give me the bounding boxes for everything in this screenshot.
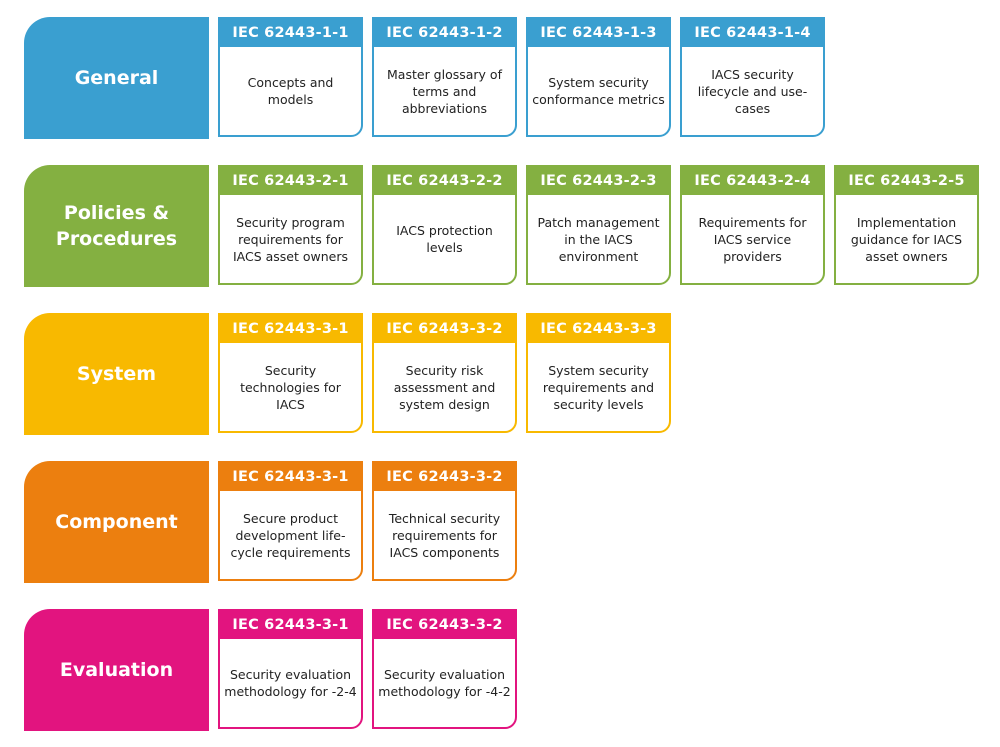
standard-description: System security requirements and securit… bbox=[542, 362, 655, 412]
standard-description: IACS security lifecycle and use-cases bbox=[697, 66, 808, 116]
category-label: System bbox=[24, 313, 209, 435]
standard-description: Security evaluation methodology for -4-2 bbox=[378, 667, 511, 699]
standard-description: Security technologies for IACS bbox=[240, 362, 341, 412]
category-label: Component bbox=[24, 461, 209, 583]
standard-description: Requirements for IACS service providers bbox=[698, 214, 807, 264]
standard-description: IACS protection levels bbox=[396, 223, 493, 255]
standard-description: Security risk assessment and system desi… bbox=[393, 362, 496, 412]
standard-code: IEC 62443-1-2 bbox=[374, 19, 515, 47]
standard-code: IEC 62443-1-3 bbox=[528, 19, 669, 47]
standard-code: IEC 62443-3-2 bbox=[374, 463, 515, 491]
standard-description: Implementation guidance for IACS asset o… bbox=[850, 214, 963, 264]
standard-code: IEC 62443-2-5 bbox=[836, 167, 977, 195]
standard-code: IEC 62443-2-4 bbox=[682, 167, 823, 195]
standard-code: IEC 62443-2-2 bbox=[374, 167, 515, 195]
standard-code: IEC 62443-3-1 bbox=[220, 463, 361, 491]
standard-code: IEC 62443-3-3 bbox=[528, 315, 669, 343]
standard-description: Patch management in the IACS environment bbox=[537, 214, 660, 264]
standard-code: IEC 62443-3-1 bbox=[220, 611, 361, 639]
category-label: Policies & Procedures bbox=[24, 165, 209, 287]
standard-code: IEC 62443-2-3 bbox=[528, 167, 669, 195]
standard-code: IEC 62443-3-2 bbox=[374, 315, 515, 343]
standard-description: Technical security requirements for IACS… bbox=[388, 510, 501, 560]
standard-description: Master glossary of terms and abbreviatio… bbox=[387, 66, 502, 116]
standard-code: IEC 62443-2-1 bbox=[220, 167, 361, 195]
standard-description: Security evaluation methodology for -2-4 bbox=[224, 667, 357, 699]
standard-code: IEC 62443-1-1 bbox=[220, 19, 361, 47]
category-label: General bbox=[24, 17, 209, 139]
category-label: Evaluation bbox=[24, 609, 209, 731]
standard-code: IEC 62443-1-4 bbox=[682, 19, 823, 47]
standard-description: Concepts and models bbox=[247, 75, 334, 107]
standard-code: IEC 62443-3-1 bbox=[220, 315, 361, 343]
standard-description: Secure product development life-cycle re… bbox=[230, 510, 351, 560]
standard-description: Security program requirements for IACS a… bbox=[232, 214, 349, 264]
standard-code: IEC 62443-3-2 bbox=[374, 611, 515, 639]
standard-description: System security conformance metrics bbox=[532, 75, 665, 107]
